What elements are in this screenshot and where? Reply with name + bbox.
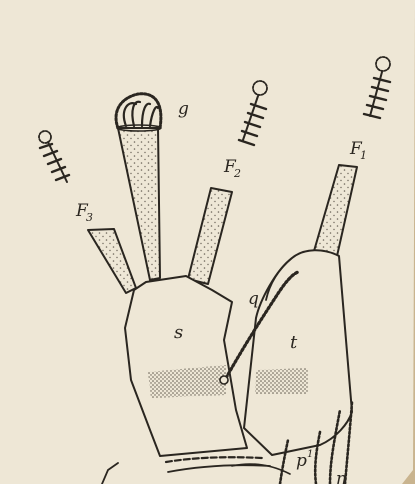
label-p-sup: 1 [307,449,313,460]
label-p: p [296,451,307,471]
label-g: g [178,99,189,119]
label-s: s [174,322,183,343]
label-q: q [248,289,259,309]
label-f1-sub: 1 [360,149,367,162]
label-f3-sub: 3 [86,211,93,224]
label-f2-sub: 2 [233,167,241,180]
label-n: n [336,469,347,484]
label-t: t [290,332,298,353]
